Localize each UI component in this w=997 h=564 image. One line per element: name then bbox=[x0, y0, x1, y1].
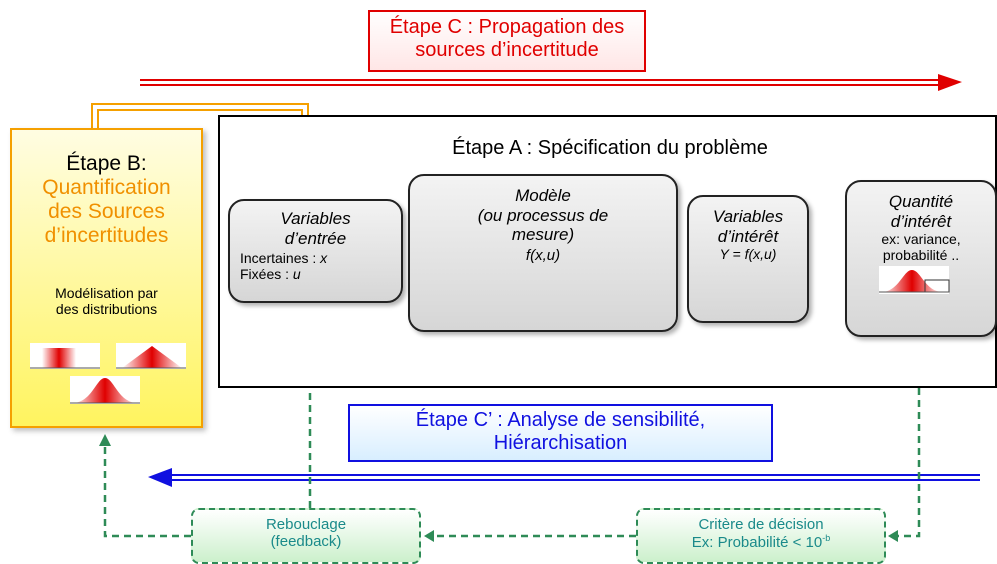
uncertain-var: x bbox=[320, 250, 328, 267]
feedback-loop bbox=[103, 312, 921, 538]
criterion-line2-prefix: Ex: Probabilité < 10 bbox=[691, 534, 823, 552]
step-b-sub-line2: des distributions bbox=[55, 301, 158, 318]
triangular-distribution-icon bbox=[116, 343, 186, 369]
quantity-of-interest-box: Quantité d’intérêt ex: variance, probabi… bbox=[845, 180, 997, 337]
step-b-subtitle: Modélisation par des distributions bbox=[12, 285, 201, 317]
normal-distribution-icon bbox=[70, 376, 140, 404]
model-line4: f(x,u) bbox=[525, 246, 561, 264]
quantity-title-line1: Quantité bbox=[888, 192, 954, 211]
input-variables-title-line2: d’entrée bbox=[284, 228, 347, 248]
step-c-line2: sources d’incertitude bbox=[415, 39, 599, 61]
feedback-box: Rebouclage (feedback) bbox=[191, 508, 421, 564]
step-c-prime-box: Étape C’ : Analyse de sensibilité, Hiéra… bbox=[348, 404, 773, 462]
output-variables-title-line1: Variables bbox=[712, 207, 784, 226]
step-c-box: Étape C : Propagation des sources d’ince… bbox=[368, 10, 646, 72]
model-box: Modèle (ou processus de mesure) f(x,u) bbox=[408, 174, 678, 332]
model-line2: (ou processus de bbox=[477, 205, 609, 225]
step-b-title-rest: tape B: bbox=[80, 152, 147, 175]
step-b-box: Étape B: Quantification des Sources d’in… bbox=[10, 128, 203, 428]
propagation-arrow bbox=[140, 74, 962, 91]
fixed-label: Fixées : bbox=[240, 266, 293, 283]
criterion-line2: Ex: Probabilité < 10-b bbox=[638, 533, 884, 551]
step-b-sub-line1: Modélisation par bbox=[55, 285, 158, 301]
feedback-line1: Rebouclage bbox=[265, 516, 347, 533]
step-a-title: Étape A : Spécification du problème bbox=[452, 137, 768, 159]
step-c-prime-line1: Étape C’ : Analyse de sensibilité, bbox=[415, 409, 706, 431]
step-c-prime-line2: Hiérarchisation bbox=[493, 432, 628, 454]
step-c-line1: Étape C : Propagation des bbox=[389, 16, 625, 38]
model-line1: Modèle bbox=[515, 186, 571, 205]
uniform-distribution-icon bbox=[30, 343, 100, 369]
input-variables-row1: Incertaines : x bbox=[230, 250, 401, 266]
input-variables-title-line1: Variables bbox=[280, 209, 351, 228]
criterion-exponent: -b bbox=[822, 533, 831, 544]
criterion-line1: Critère de décision bbox=[698, 516, 824, 533]
step-b-title: Étape B: Quantification des Sources d’in… bbox=[12, 152, 201, 249]
sensitivity-arrow bbox=[148, 468, 980, 487]
fixed-var: u bbox=[292, 266, 301, 283]
decision-criterion-box: Critère de décision Ex: Probabilité < 10… bbox=[636, 508, 886, 564]
model-line3: mesure) bbox=[511, 225, 575, 245]
output-variables-title-line2: d’intérêt bbox=[717, 226, 779, 246]
step-b-title-line3: des Sources bbox=[48, 200, 165, 224]
step-b-title-line2: Quantification bbox=[42, 176, 171, 200]
quantity-line4: probabilité .. bbox=[882, 247, 960, 264]
feedback-line2: (feedback) bbox=[270, 533, 342, 551]
input-variables-row2: Fixées : u bbox=[230, 266, 401, 282]
input-variables-box: Variables d’entrée Incertaines : x Fixée… bbox=[228, 199, 403, 303]
output-variables-box: Variables d’intérêt Y = f(x,u) bbox=[687, 195, 809, 323]
output-variables-formula: Y = f(x,u) bbox=[719, 246, 777, 263]
step-b-title-first: É bbox=[66, 152, 81, 175]
distribution-icons bbox=[30, 343, 186, 404]
step-b-title-line4: d’incertitudes bbox=[44, 224, 169, 248]
uncertain-label: Incertaines : bbox=[240, 250, 321, 267]
quantity-title-line2: d’intérêt bbox=[890, 211, 952, 231]
quantity-line3: ex: variance, bbox=[881, 231, 961, 248]
tail-probability-icon bbox=[879, 266, 950, 295]
